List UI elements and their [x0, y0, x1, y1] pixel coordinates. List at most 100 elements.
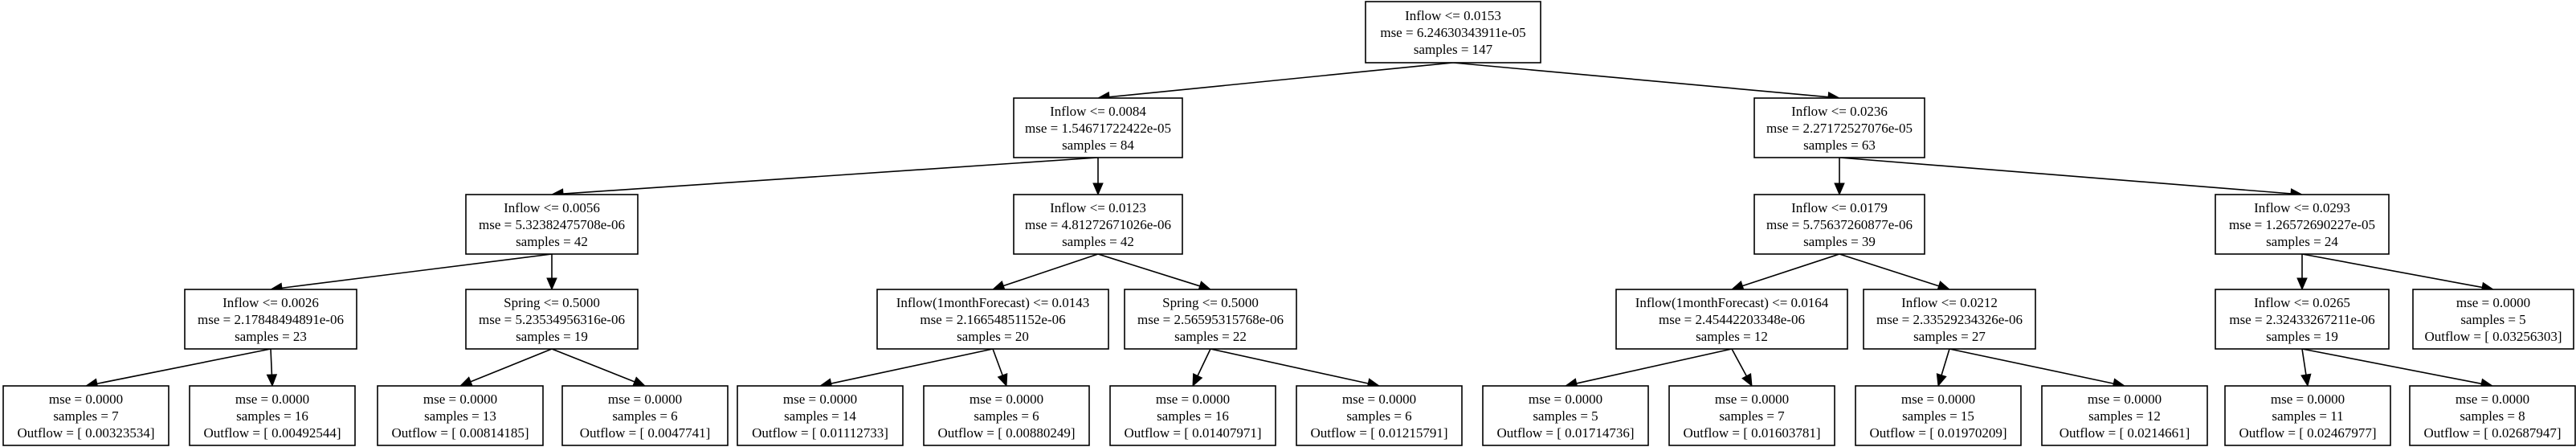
node-split-condition: Inflow <= 0.0026 [222, 295, 319, 310]
node-samples-text: samples = 8 [2460, 408, 2525, 424]
tree-edge [1949, 348, 2114, 384]
node-outflow-text: Outflow = [ 0.00880249] [937, 425, 1075, 441]
node-split-condition: Inflow <= 0.0265 [2254, 295, 2350, 310]
node-samples-text: samples = 6 [612, 408, 677, 424]
node-box [1668, 385, 1835, 446]
node-outflow-text: Outflow = [ 0.01970209] [1869, 425, 2007, 441]
node-outflow-text: Outflow = [ 0.01112733] [752, 425, 888, 441]
tree-edge [562, 157, 1099, 195]
edge-arrowhead [632, 376, 647, 387]
node-box [1013, 194, 1183, 255]
node-mse-text: mse = 1.54671722422e-05 [1025, 121, 1171, 136]
node-split-condition: Inflow <= 0.0056 [504, 200, 600, 215]
tree-edge [281, 253, 553, 289]
tree-edge [992, 348, 1003, 376]
split-node: Inflow(1monthForecast) <= 0.0164 mse = 2.… [1615, 289, 1848, 350]
node-mse-text: mse = 2.27172527076e-05 [1766, 121, 1913, 136]
tree-edge [1742, 253, 1840, 287]
node-samples-text: samples = 12 [1696, 329, 1768, 344]
node-box [377, 385, 544, 446]
node-box [1482, 385, 1649, 446]
node-mse-text: mse = 0.0000 [1529, 392, 1602, 407]
edge-arrowhead [1092, 182, 1104, 196]
tree-edge [1839, 253, 1939, 287]
node-box [2409, 385, 2576, 446]
tree-edge [831, 348, 994, 384]
node-samples-text: samples = 24 [2266, 234, 2338, 249]
node-split-condition: Inflow <= 0.0212 [1901, 295, 1998, 310]
node-mse-text: mse = 0.0000 [2271, 392, 2345, 407]
edge-arrowhead [1936, 373, 1947, 388]
node-samples-text: samples = 19 [516, 329, 588, 344]
node-mse-text: mse = 2.45442203348e-06 [1659, 312, 1805, 327]
node-mse-text: mse = 0.0000 [49, 392, 123, 407]
node-split-condition: mse = 0.0000 [2456, 295, 2530, 310]
node-split-condition: Inflow(1monthForecast) <= 0.0164 [1635, 295, 1829, 310]
node-mse-text: mse = 2.17848494891e-06 [198, 312, 344, 327]
node-box [1615, 289, 1848, 350]
node-box [876, 289, 1109, 350]
edge-arrowhead [1834, 182, 1845, 196]
node-box [1753, 194, 1925, 255]
node-mse-text: mse = 5.32382475708e-06 [479, 217, 625, 232]
tree-edge [1731, 348, 1748, 377]
node-outflow-text: Outflow = [ 0.0047741] [580, 425, 711, 441]
node-box [2041, 385, 2208, 446]
node-samples-text: samples = 16 [236, 408, 308, 424]
tree-edge [1210, 348, 1369, 384]
tree-edge [1003, 253, 1099, 287]
tree-edge [551, 348, 635, 383]
node-split-condition: Inflow <= 0.0084 [1050, 104, 1146, 119]
node-samples-text: Outflow = [ 0.03256303] [2424, 329, 2562, 344]
node-samples-text: samples = 12 [2088, 408, 2161, 424]
node-mse-text: mse = 0.0000 [1342, 392, 1416, 407]
node-box [923, 385, 1090, 446]
node-box [1296, 385, 1463, 446]
node-mse-text: mse = 1.26572690227e-05 [2229, 217, 2375, 232]
edge-arrowhead [266, 374, 278, 388]
node-box [189, 385, 356, 446]
node-samples-text: samples = 6 [974, 408, 1039, 424]
node-samples-text: samples = 16 [1157, 408, 1229, 424]
node-box [1753, 97, 1925, 158]
node-samples-text: samples = 13 [424, 408, 496, 424]
tree-edge [2301, 253, 2483, 289]
node-mse-text: mse = 2.32433267211e-06 [2229, 312, 2374, 327]
node-box [2224, 385, 2391, 446]
node-mse-text: samples = 5 [2460, 312, 2525, 327]
edge-arrowhead [1741, 373, 1753, 388]
node-box [184, 289, 357, 350]
node-mse-text: mse = 2.33529234326e-06 [1876, 312, 2023, 327]
node-box [2215, 194, 2390, 255]
node-split-condition: Spring <= 0.5000 [504, 295, 600, 310]
tree-edge [1108, 62, 1454, 98]
node-mse-text: mse = 0.0000 [1156, 392, 1230, 407]
node-outflow-text: Outflow = [ 0.02687947] [2423, 425, 2561, 441]
split-node: mse = 0.0000 samples = 5 Outflow = [ 0.032… [2412, 289, 2574, 350]
node-outflow-text: Outflow = [ 0.01714736] [1496, 425, 1634, 441]
node-box [1365, 1, 1541, 64]
node-mse-text: mse = 4.81272671026e-06 [1025, 217, 1171, 232]
tree-edges [84, 62, 2495, 389]
node-mse-text: mse = 0.0000 [1901, 392, 1975, 407]
edge-arrowhead [2296, 277, 2308, 291]
edge-arrowhead [997, 373, 1008, 388]
tree-edge [1839, 157, 2292, 195]
node-mse-text: mse = 2.56595315768e-06 [1137, 312, 1284, 327]
